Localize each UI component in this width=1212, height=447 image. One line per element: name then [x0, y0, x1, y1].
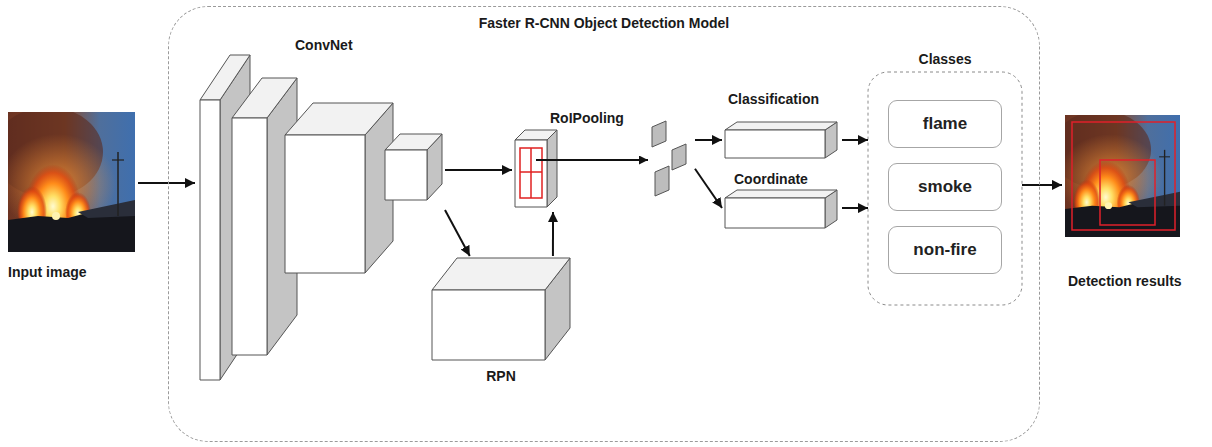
arrow-connector	[1022, 184, 1062, 186]
result-photo	[1051, 111, 1180, 237]
fc-bars	[725, 122, 837, 228]
pooled-piece	[652, 121, 666, 147]
input-image: Input image	[8, 112, 138, 285]
node-label: Detection results	[1068, 273, 1182, 290]
layer-front	[200, 100, 220, 380]
map-side	[547, 130, 557, 207]
arrow-connector	[552, 212, 554, 256]
class-box: smoke	[888, 163, 1002, 211]
pooled-piece	[672, 144, 686, 170]
roi-box	[520, 148, 542, 198]
node-label: ConvNet	[295, 37, 353, 54]
bar-front	[725, 130, 825, 158]
class-box: flame	[888, 100, 1002, 148]
classification-layer: Classification	[722, 90, 842, 162]
class-box: non-fire	[888, 226, 1002, 274]
model-frame: Faster R-CNN Object Detection ModelConvN…	[168, 6, 1040, 442]
layer-front	[285, 135, 365, 273]
fire-photo	[0, 107, 135, 252]
block-top	[432, 258, 570, 290]
node-label: Input image	[8, 264, 87, 281]
rpn-block	[432, 258, 570, 360]
roi-grid	[520, 148, 542, 198]
node-label: Coordinate	[734, 171, 808, 188]
layer-top	[385, 134, 442, 150]
node-label: smoke	[918, 177, 972, 197]
detection-image: Detection results	[1062, 115, 1208, 292]
node-label: RPN	[430, 368, 572, 385]
classes-frame	[868, 72, 1022, 305]
node-label: flame	[923, 114, 967, 134]
roi-line	[520, 171, 542, 173]
node-label: Classification	[728, 91, 819, 108]
feature-map	[515, 130, 557, 207]
detection-box	[1100, 160, 1155, 225]
arrow-connector	[445, 169, 512, 171]
arrow-connector	[842, 139, 868, 141]
pooled-pieces	[652, 121, 686, 196]
layer-top	[285, 103, 393, 135]
bar-top	[725, 122, 837, 130]
bar-top	[725, 190, 837, 198]
layer-front	[232, 118, 267, 355]
convnet-block: ConvNet	[195, 35, 445, 385]
rpn-block: RPN	[430, 256, 572, 392]
node-label: RoIPooling	[550, 110, 624, 127]
arrow-connector	[695, 169, 722, 208]
layer-top	[200, 55, 250, 100]
coordinate-layer: Coordinate	[722, 170, 842, 236]
pooling-arrow	[536, 159, 648, 161]
pooled-piece	[655, 166, 669, 196]
roi-pooling: RoIPooling	[512, 110, 695, 212]
layer-front	[385, 150, 427, 200]
arrow-connector	[695, 139, 722, 141]
arrow-connector	[138, 182, 195, 184]
bar-front	[725, 198, 825, 228]
detection-box	[1072, 122, 1175, 230]
map-top	[515, 130, 557, 140]
block-front	[432, 290, 545, 360]
convnet-layers	[200, 55, 442, 380]
roi-line	[530, 148, 532, 198]
node-label: Faster R-CNN Object Detection Model	[169, 15, 1039, 32]
arrow-connector	[445, 210, 470, 256]
classes-group: Classes flame smoke non-fire	[868, 50, 1022, 305]
arrow-connector	[842, 207, 868, 209]
map-front	[515, 140, 547, 207]
layer-top	[232, 78, 297, 118]
node-label: Classes	[868, 51, 1022, 68]
node-label: non-fire	[913, 240, 976, 260]
